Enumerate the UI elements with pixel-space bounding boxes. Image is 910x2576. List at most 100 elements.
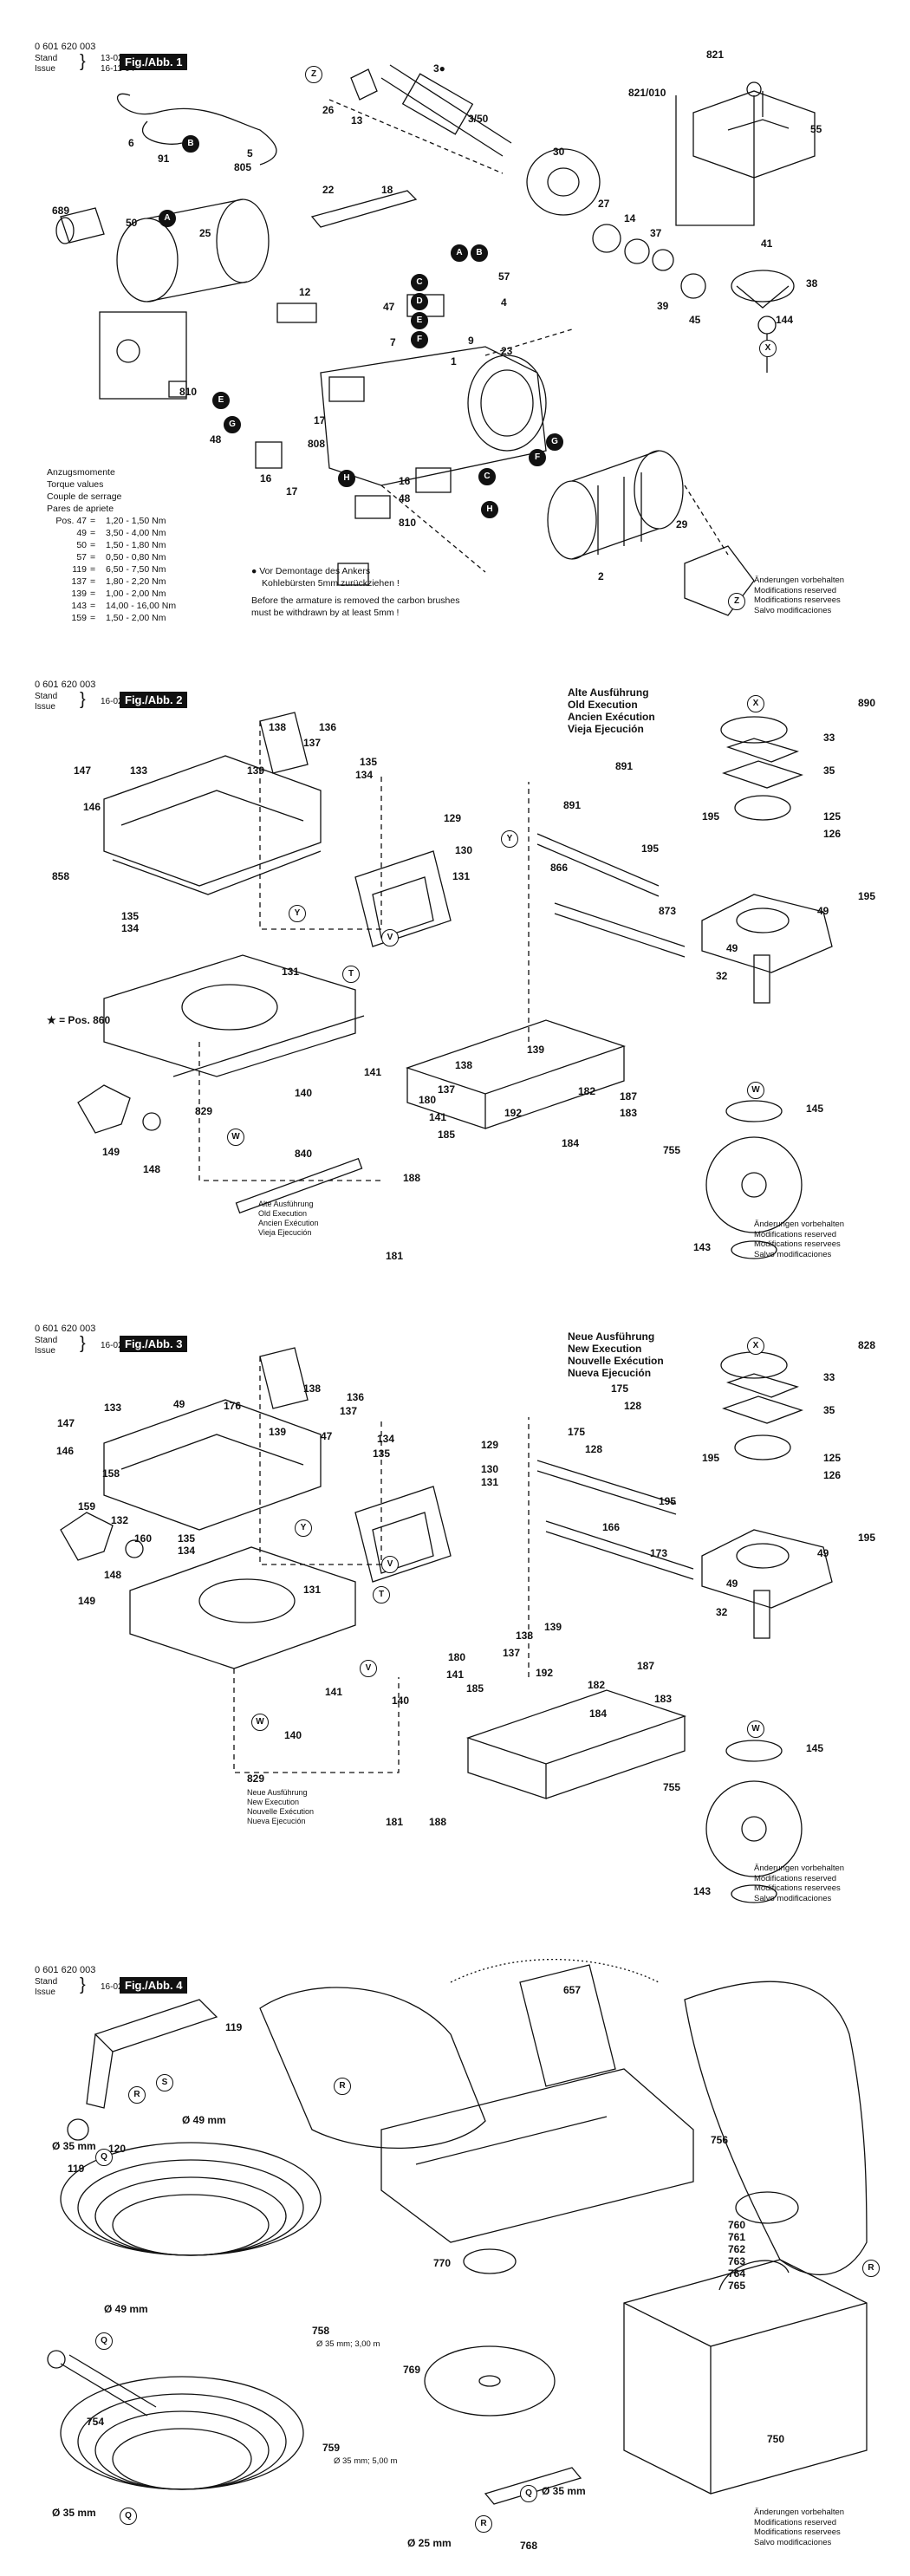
callout: 131 bbox=[303, 1584, 322, 1596]
stand-value: 13-02 bbox=[101, 54, 123, 63]
callout: 141 bbox=[446, 1669, 465, 1681]
issue-label: Issue bbox=[35, 702, 55, 712]
callout-r: R bbox=[128, 2086, 146, 2104]
callout: 137 bbox=[438, 1083, 456, 1096]
callout: 182 bbox=[588, 1679, 606, 1691]
callout: 138 bbox=[303, 1382, 322, 1395]
callout: 134 bbox=[355, 769, 374, 781]
callout: 769 bbox=[403, 2364, 421, 2376]
callout: 175 bbox=[611, 1382, 629, 1395]
torque-title-es: Pares de apriete bbox=[47, 504, 114, 514]
callout: 138 bbox=[455, 1059, 473, 1071]
callout: 145 bbox=[806, 1103, 824, 1115]
callout: 195 bbox=[858, 1532, 876, 1544]
callout: 143 bbox=[693, 1241, 712, 1253]
callout-c: C bbox=[411, 274, 428, 291]
torque-row: 50=1,50 - 1,80 Nm bbox=[47, 539, 179, 551]
exploded-view-fig4 bbox=[47, 1958, 868, 2505]
figure-4: 0 601 620 003 Stand Issue } 16-02-12 Fig… bbox=[0, 1930, 910, 2576]
callout: 770 bbox=[433, 2257, 452, 2269]
callout: 32 bbox=[716, 1606, 728, 1618]
callout: 195 bbox=[702, 810, 720, 823]
issue-value: 16-02-12 bbox=[101, 1982, 136, 1992]
callout-t: T bbox=[373, 1586, 390, 1603]
callout-t: T bbox=[342, 966, 360, 983]
dia-label: Ø 35 mm bbox=[52, 2507, 96, 2519]
dia-label: Ø 49 mm bbox=[104, 2303, 148, 2315]
version-es: Nueva Ejecución bbox=[568, 1367, 652, 1379]
torque-eq: = bbox=[90, 552, 96, 563]
callout: 132 bbox=[111, 1514, 129, 1526]
callout: 26 bbox=[322, 104, 335, 116]
callout: 33 bbox=[823, 1371, 835, 1383]
callout: M bbox=[121, 342, 130, 355]
callout-f: F bbox=[411, 331, 428, 348]
note-de-1: ● Vor Demontage des Ankers bbox=[251, 566, 371, 576]
callout: 184 bbox=[562, 1137, 580, 1149]
callout: 17 bbox=[286, 485, 298, 498]
callout-z: Z bbox=[728, 593, 745, 610]
callout: 140 bbox=[295, 1087, 313, 1099]
callout: 37 bbox=[650, 227, 662, 239]
mod-de: Änderungen vorbehalten bbox=[754, 576, 845, 585]
callout-d: D bbox=[411, 293, 428, 310]
callout: 141 bbox=[364, 1066, 382, 1078]
figure-label: Fig./Abb. 1 bbox=[120, 54, 188, 70]
torque-eq: = bbox=[90, 576, 96, 587]
torque-row: 159=1,50 - 2,00 Nm bbox=[47, 612, 179, 624]
version-fr: Nouvelle Exécution bbox=[568, 1355, 664, 1367]
mod-es: Salvo modificaciones bbox=[754, 1249, 832, 1259]
modifications-note: Änderungen vorbehalten Modifications res… bbox=[754, 576, 875, 615]
callout-g: G bbox=[546, 433, 563, 451]
torque-pos: 57 bbox=[76, 552, 87, 563]
modifications-note: Änderungen vorbehalten Modifications res… bbox=[754, 2508, 875, 2547]
callout: 45 bbox=[689, 314, 701, 326]
version-de: Neue Ausführung bbox=[568, 1330, 655, 1343]
torque-row: 143=14,00 - 16,00 Nm bbox=[47, 600, 179, 612]
callout: 131 bbox=[282, 966, 300, 978]
exploded-view-fig3 bbox=[60, 1347, 833, 1903]
torque-eq: = bbox=[90, 564, 96, 575]
version-sub-fr: Nouvelle Exécution bbox=[247, 1807, 315, 1816]
callout-a: A bbox=[159, 210, 176, 227]
callout: 131 bbox=[452, 870, 471, 882]
callout: 125 bbox=[823, 1452, 842, 1464]
dia-label: Ø 35 mm bbox=[52, 2140, 96, 2152]
callout: 657 bbox=[563, 1984, 582, 1996]
torque-row: 119=6,50 - 7,50 Nm bbox=[47, 563, 179, 576]
callout: 829 bbox=[247, 1773, 265, 1785]
callout: 134 bbox=[178, 1545, 196, 1557]
callout: 38 bbox=[806, 277, 818, 289]
torque-val: 3,50 - 4,00 Nm bbox=[106, 528, 166, 538]
callout: 137 bbox=[503, 1647, 521, 1659]
callout: 120 bbox=[108, 2143, 127, 2155]
version-title: Alte Ausführung Old Execution Ancien Exé… bbox=[568, 686, 655, 735]
callout: 29 bbox=[676, 518, 688, 530]
torque-pos: 137 bbox=[71, 576, 87, 587]
case-part: 764 bbox=[728, 2267, 746, 2280]
dia-label: Ø 25 mm bbox=[407, 2537, 452, 2549]
callout: 166 bbox=[602, 1521, 621, 1533]
mod-en: Modifications reserved bbox=[754, 2517, 837, 2527]
stand-label: Stand bbox=[35, 54, 58, 63]
torque-row: 137=1,80 - 2,20 Nm bbox=[47, 576, 179, 588]
callout: 135 bbox=[360, 756, 378, 768]
callout: 188 bbox=[403, 1172, 421, 1184]
callout: 3● bbox=[433, 62, 445, 75]
mod-fr: Modifications reservees bbox=[754, 595, 841, 605]
case-part: 763 bbox=[728, 2255, 746, 2267]
callout-v: V bbox=[360, 1660, 377, 1677]
note-de-2: Kohlebürsten 5mm zurückziehen ! bbox=[262, 578, 400, 589]
version-sub-de: Neue Ausführung bbox=[247, 1788, 308, 1797]
callout: 858 bbox=[52, 870, 70, 882]
callout: 149 bbox=[78, 1595, 96, 1607]
torque-eq: = bbox=[90, 589, 96, 599]
callout: 48 bbox=[210, 433, 222, 446]
mod-fr: Modifications reservees bbox=[754, 1883, 841, 1893]
callout: 180 bbox=[448, 1651, 466, 1663]
stand-label: Stand bbox=[35, 1977, 58, 1987]
callout-f: F bbox=[529, 449, 546, 466]
issue-label: Issue bbox=[35, 1987, 55, 1997]
callout: 49 bbox=[726, 942, 738, 954]
callout-w: W bbox=[747, 1721, 764, 1738]
